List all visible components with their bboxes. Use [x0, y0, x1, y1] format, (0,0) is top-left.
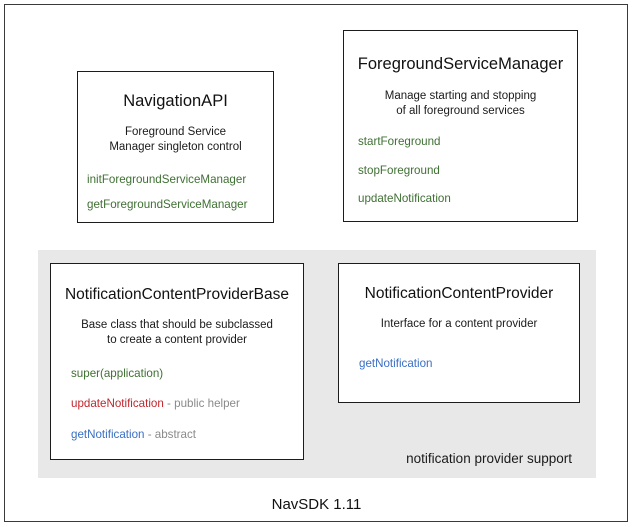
- class-members-notificationcontentproviderbase: super(application) updateNotification - …: [51, 368, 303, 441]
- class-members-foregroundservicemanager: startForeground stopForeground updateNot…: [344, 136, 577, 205]
- class-member[interactable]: getForegroundServiceManager: [87, 197, 273, 211]
- class-member[interactable]: startForeground: [358, 136, 577, 148]
- member-name: updateNotification: [71, 397, 164, 411]
- member-name: initForegroundServiceManager: [87, 173, 247, 186]
- group-caption: notification provider support: [406, 451, 572, 466]
- member-name: getNotification: [71, 428, 145, 442]
- footer-version-label: NavSDK 1.11: [271, 496, 362, 513]
- class-desc-notificationcontentproviderbase: Base class that should be subclassed to …: [51, 318, 303, 349]
- class-members-notificationcontentprovider: getNotification: [339, 358, 579, 370]
- member-name: getForegroundServiceManager: [87, 197, 248, 211]
- class-card-foregroundservicemanager[interactable]: ForegroundServiceManager Manage starting…: [343, 30, 578, 222]
- class-member[interactable]: super(application): [71, 368, 303, 380]
- class-desc-line-1: Manage starting and stopping: [384, 89, 537, 102]
- class-member[interactable]: getNotification - abstract: [71, 429, 303, 441]
- class-title-navigationapi: NavigationAPI: [123, 92, 228, 110]
- class-desc-notificationcontentprovider: Interface for a content provider: [339, 317, 579, 333]
- class-title-foregroundservicemanager: ForegroundServiceManager: [357, 55, 564, 73]
- class-title-notificationcontentproviderbase: NotificationContentProviderBase: [64, 286, 289, 303]
- class-members-navigationapi: initForegroundServiceManager getForegrou…: [78, 174, 273, 210]
- member-name: updateNotification: [358, 192, 451, 206]
- class-desc-line-2: of all foreground services: [396, 105, 525, 118]
- class-desc-line-1: Foreground Service: [125, 125, 226, 138]
- class-member[interactable]: stopForeground: [358, 163, 577, 177]
- member-name: startForeground: [358, 135, 441, 148]
- class-card-notificationcontentprovider[interactable]: NotificationContentProvider Interface fo…: [338, 263, 580, 403]
- class-card-notificationcontentproviderbase[interactable]: NotificationContentProviderBase Base cla…: [50, 263, 304, 460]
- class-desc-line-2: Manager singleton control: [109, 141, 242, 154]
- class-desc-line-1: Interface for a content provider: [380, 317, 538, 330]
- member-name: getNotification: [359, 357, 433, 371]
- class-member[interactable]: getNotification: [359, 358, 579, 370]
- member-name: stopForeground: [358, 163, 440, 177]
- class-member[interactable]: updateNotification: [358, 193, 577, 205]
- class-desc-foregroundservicemanager: Manage starting and stopping of all fore…: [344, 89, 577, 120]
- class-card-navigationapi[interactable]: NavigationAPI Foreground Service Manager…: [77, 71, 274, 223]
- class-desc-line-1: Base class that should be subclassed: [81, 318, 273, 331]
- class-desc-navigationapi: Foreground Service Manager singleton con…: [78, 125, 273, 156]
- class-member[interactable]: initForegroundServiceManager: [87, 174, 273, 186]
- class-member[interactable]: updateNotification - public helper: [71, 398, 303, 410]
- class-title-notificationcontentprovider: NotificationContentProvider: [364, 285, 554, 302]
- member-name: super(application): [71, 366, 164, 380]
- member-note: - public helper: [163, 397, 240, 411]
- class-desc-line-2: to create a content provider: [107, 334, 247, 347]
- member-note: - abstract: [144, 428, 197, 442]
